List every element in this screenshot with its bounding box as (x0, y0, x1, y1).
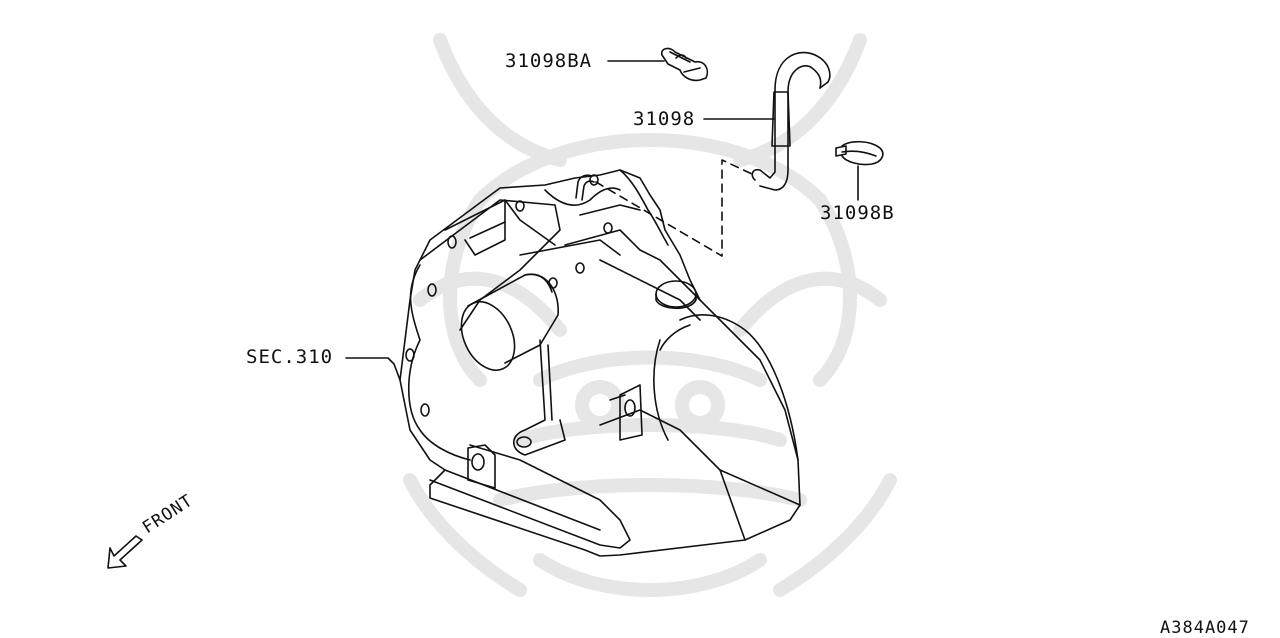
lower-mount-right (619, 384, 643, 441)
leader-sec-310 (345, 357, 401, 381)
fill-cap (655, 280, 697, 310)
breather-hose (751, 51, 831, 191)
flange-bolt-holes (405, 200, 613, 417)
watermark-mask-top (513, 418, 787, 447)
part-label-31098ba: 31098BA (505, 50, 593, 72)
watermark-eye-right (675, 380, 725, 430)
part-label-31098: 31098 (633, 108, 696, 130)
mount-bracket (512, 339, 566, 456)
watermark-helmet-side (443, 193, 487, 387)
breather-pipe (575, 174, 599, 201)
figure-id-label: A384A047 (1160, 618, 1250, 638)
watermark-helmet (473, 133, 857, 387)
transmission-case (399, 169, 801, 557)
filter-canister (460, 273, 559, 371)
section-reference-label: SEC.310 (246, 346, 334, 368)
watermark-chin (533, 553, 767, 597)
watermark-eye-left (575, 380, 625, 430)
watermark-flap-right (733, 271, 887, 337)
part-label-31098b: 31098B (820, 202, 895, 224)
watermark-skirt-left (403, 473, 527, 597)
clip-31098ba (660, 47, 709, 82)
watermark-flap-left (413, 271, 567, 337)
connection-dashed-line (595, 159, 753, 257)
watermark-brow (533, 350, 767, 387)
lower-mount-front (467, 444, 496, 489)
watermark-skirt-right (773, 473, 897, 597)
clip-31098b (835, 140, 884, 166)
bell-housing (653, 314, 799, 461)
watermark-mask-mid (493, 478, 807, 507)
front-arrow-icon (107, 535, 143, 569)
